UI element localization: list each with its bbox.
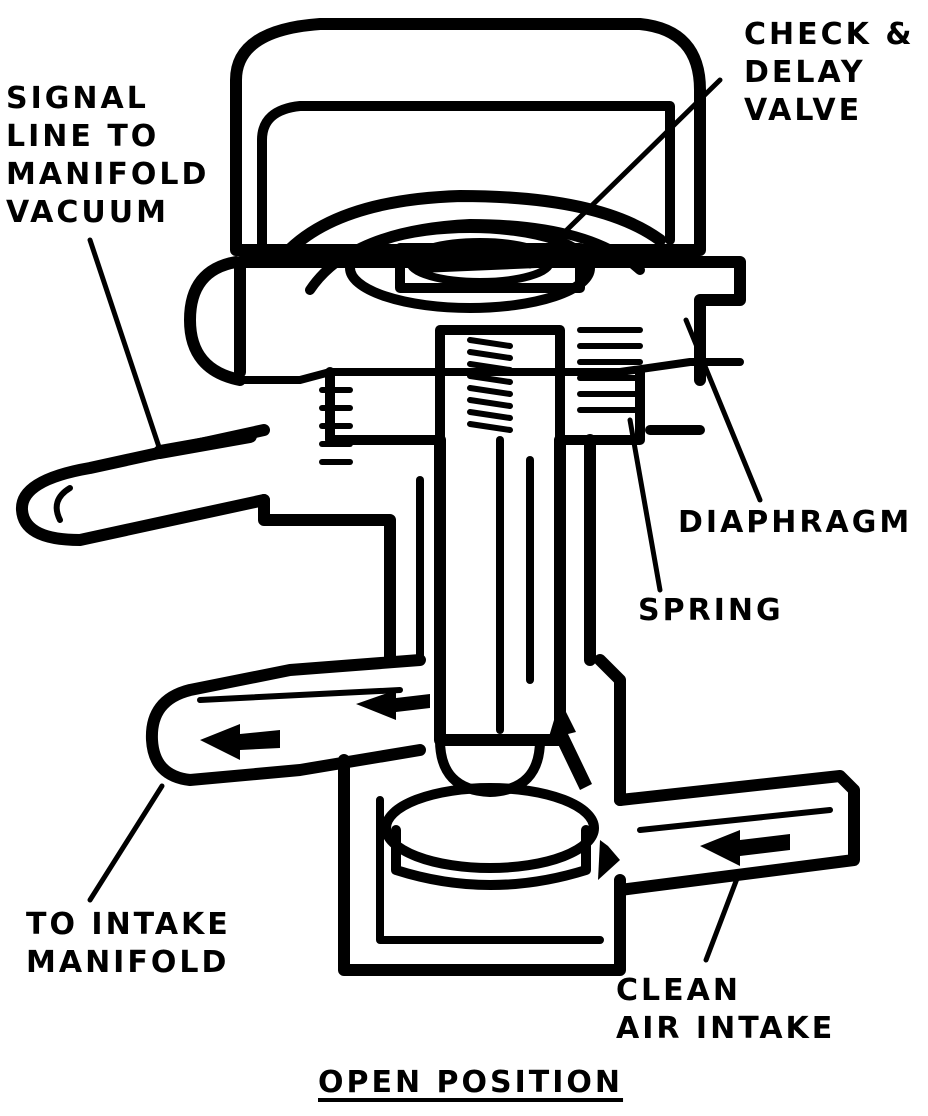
diagram-caption: OPEN POSITION — [318, 1065, 624, 1100]
check-delay-valve-label-line-2: DELAY — [744, 55, 866, 90]
top-cap — [230, 18, 706, 256]
check-delay-valve-label-line-1: CHECK & — [744, 17, 915, 52]
signal-line-label: SIGNAL LINE TO MANIFOLD VACUUM — [6, 80, 209, 232]
check-valve-leader — [527, 77, 723, 269]
clean-air-nozzle — [614, 770, 860, 896]
clean-air-intake-label: CLEAN AIR INTAKE — [616, 972, 835, 1048]
check-delay-valve — [395, 243, 585, 293]
clean-air-intake-label-line-1: CLEAN — [616, 973, 741, 1008]
check-delay-valve-label: CHECK & DELAY VALVE — [744, 16, 915, 130]
signal-line-leader — [87, 237, 163, 453]
flow-arrows — [200, 690, 790, 880]
signal-line-label-line-3: MANIFOLD — [6, 157, 210, 192]
signal-line-label-line-2: LINE TO — [6, 119, 160, 154]
check-delay-valve-label-line-3: VALVE — [744, 93, 863, 128]
main-spring-coil — [577, 327, 643, 413]
to-intake-manifold-label-line-1: TO INTAKE — [26, 907, 231, 942]
intake-manifold-leader — [87, 783, 165, 903]
leader-lines — [87, 77, 763, 963]
lower-chamber — [338, 735, 626, 976]
diaphragm-leader — [683, 317, 763, 503]
clean-air-intake-label-line-2: AIR INTAKE — [616, 1011, 836, 1046]
signal-line-label-line-4: VACUUM — [6, 195, 169, 230]
left-spring-coil — [319, 387, 353, 465]
valve-body — [258, 425, 705, 806]
to-intake-manifold-label-line-2: MANIFOLD — [26, 945, 230, 980]
to-intake-manifold-label: TO INTAKE MANIFOLD — [26, 906, 231, 982]
top-spring-coil — [467, 337, 513, 433]
clean-air-leader — [703, 873, 741, 963]
intake-manifold-nozzle — [145, 654, 426, 786]
spring-label: SPRING — [638, 593, 784, 628]
diaphragm-label: DIAPHRAGM — [678, 505, 913, 540]
spring-leader — [627, 417, 663, 593]
signal-line-nozzle — [16, 424, 270, 546]
signal-line-label-line-1: SIGNAL — [6, 81, 149, 116]
housing-left-bulge — [184, 256, 246, 386]
diaphragm-housing — [234, 190, 746, 445]
